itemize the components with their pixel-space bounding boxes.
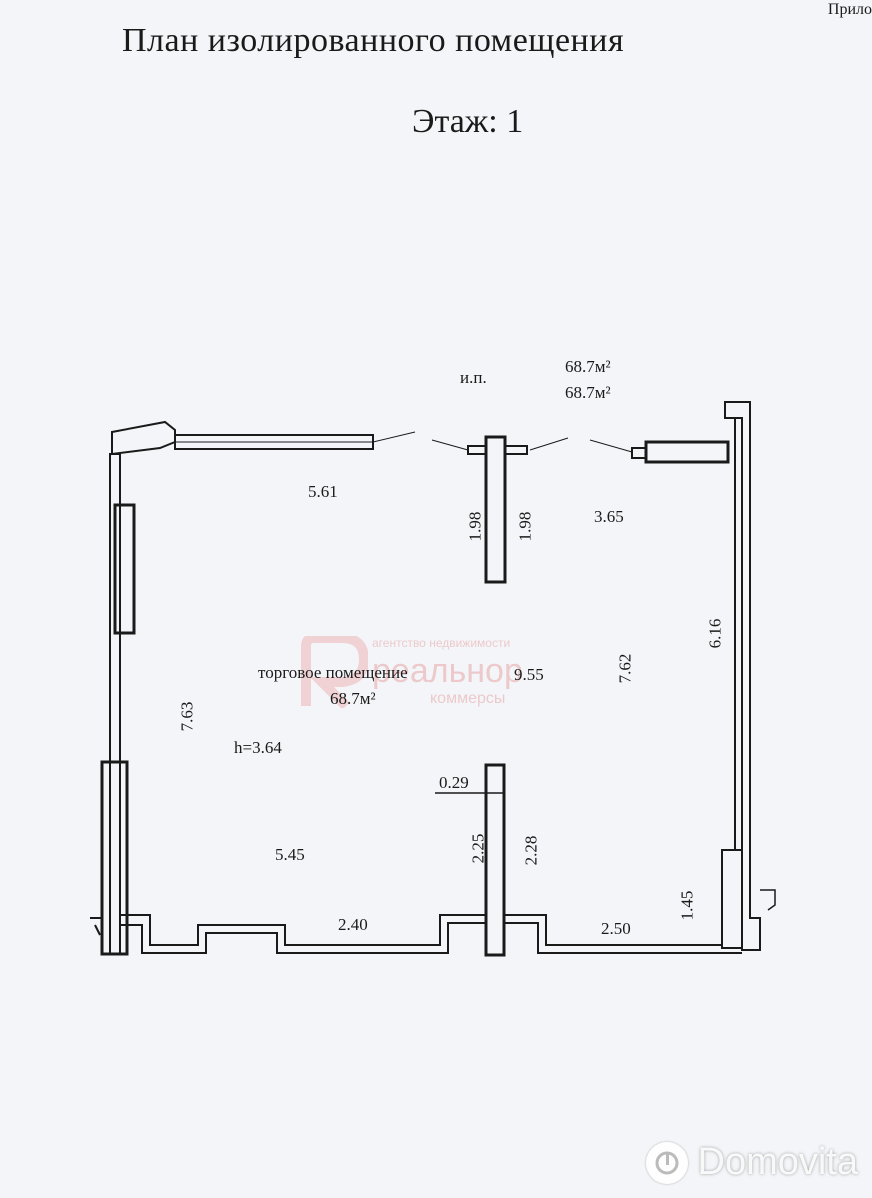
center-pillar xyxy=(484,435,507,584)
domovita-logo: Domovita xyxy=(645,1141,859,1184)
bottom-wall-right xyxy=(504,914,722,946)
right-outer-wall xyxy=(724,401,761,951)
left-wall-segment-upper xyxy=(113,503,136,635)
bottom-partition xyxy=(484,763,506,957)
room-name: торговое помещение xyxy=(258,663,408,682)
dim-corner-right: 1.45 xyxy=(677,890,697,921)
page-title: План изолированного помещения xyxy=(122,22,625,59)
dim-partition-left: 2.25 xyxy=(468,833,488,864)
agency-watermark-name: реальнор xyxy=(372,652,523,690)
dim-bottom-right: 2.50 xyxy=(601,919,631,938)
domovita-logo-icon xyxy=(645,1141,688,1184)
right-bottom-inset xyxy=(721,849,743,949)
dim-right-inner: 7.62 xyxy=(615,653,635,684)
agency-watermark-text: агентство недвижимости xyxy=(372,636,511,650)
dim-bottom-left-room: 5.45 xyxy=(275,845,305,864)
dim-right-outer: 6.16 xyxy=(705,618,725,649)
corner-text: Прило xyxy=(827,1,872,18)
agency-watermark-sub: коммерсы xyxy=(430,690,506,707)
bottom-wall-left xyxy=(120,914,486,946)
top-left-corner-wall xyxy=(111,420,176,456)
plan-walls xyxy=(90,401,776,957)
top-right-stub xyxy=(644,440,730,464)
dim-bottom-mid: 2.40 xyxy=(338,915,368,934)
dim-pillar-left: 1.98 xyxy=(465,511,485,542)
floor-label: Этаж: 1 xyxy=(412,103,524,140)
ip-label: и.п. xyxy=(460,368,487,387)
agency-logo-icon xyxy=(301,636,368,708)
room-area: 68.7м² xyxy=(330,689,376,708)
dim-partition-top: 0.29 xyxy=(439,773,469,792)
dim-pillar-right: 1.98 xyxy=(515,511,535,542)
dim-center: 9.55 xyxy=(514,665,544,684)
area-top-2: 68.7м² xyxy=(565,383,611,402)
left-wall-segment-lower xyxy=(100,760,129,956)
dim-left: 7.63 xyxy=(177,701,197,732)
dim-top-left: 5.61 xyxy=(308,482,338,501)
room-height: h=3.64 xyxy=(234,738,282,757)
dim-top-right: 3.65 xyxy=(594,507,624,526)
dim-partition-right: 2.28 xyxy=(521,835,541,866)
area-top-1: 68.7м² xyxy=(565,357,611,376)
domovita-brand: Domovita xyxy=(697,1141,859,1183)
